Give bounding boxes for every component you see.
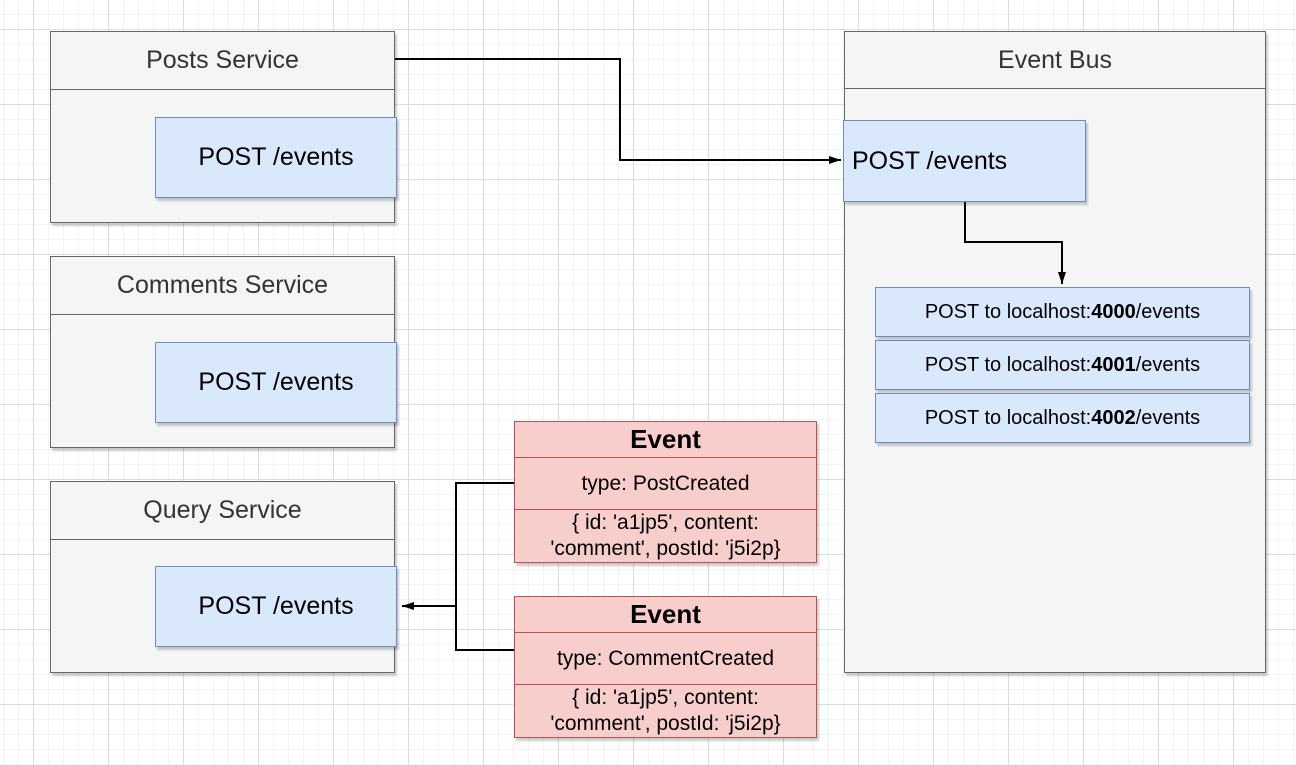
event-card-postcreated[interactable]: Event type: PostCreated { id: 'a1jp5', c… bbox=[514, 421, 817, 563]
eventbus-endpoint-box[interactable]: POST /events bbox=[843, 120, 1086, 202]
dispatch-port: 4002 bbox=[1091, 406, 1136, 429]
event-card-payload: { id: 'a1jp5', content: 'comment', postI… bbox=[550, 510, 781, 560]
dispatch-suffix: /events bbox=[1135, 300, 1201, 323]
event-card-title: Event bbox=[515, 422, 816, 458]
dispatch-prefix: POST to localhost: bbox=[924, 406, 1092, 429]
dispatch-port: 4001 bbox=[1091, 353, 1136, 376]
dispatch-target-4000[interactable]: POST to localhost:4000/events bbox=[875, 287, 1250, 337]
dispatch-prefix: POST to localhost: bbox=[924, 353, 1092, 376]
comments-service-title: Comments Service bbox=[51, 257, 394, 315]
event-card-payload: { id: 'a1jp5', content: 'comment', postI… bbox=[550, 685, 781, 735]
dispatch-target-4001[interactable]: POST to localhost:4001/events bbox=[875, 340, 1250, 390]
dispatch-port: 4000 bbox=[1091, 300, 1136, 323]
posts-endpoint-box[interactable]: POST /events bbox=[155, 117, 397, 198]
dispatch-suffix: /events bbox=[1135, 353, 1201, 376]
dispatch-target-4002[interactable]: POST to localhost:4002/events bbox=[875, 393, 1250, 443]
posts-service-title: Posts Service bbox=[51, 32, 394, 90]
event-card-type: type: PostCreated bbox=[515, 458, 816, 510]
dispatch-prefix: POST to localhost: bbox=[924, 300, 1092, 323]
event-bus-title: Event Bus bbox=[845, 32, 1265, 89]
connector-events-branch[interactable] bbox=[455, 482, 514, 651]
arrow-posts-to-eventbus[interactable] bbox=[395, 58, 841, 164]
event-card-type: type: CommentCreated bbox=[515, 633, 816, 685]
dispatch-suffix: /events bbox=[1135, 406, 1201, 429]
query-service-title: Query Service bbox=[51, 482, 394, 540]
comments-endpoint-box[interactable]: POST /events bbox=[155, 342, 397, 423]
event-card-commentcreated[interactable]: Event type: CommentCreated { id: 'a1jp5'… bbox=[514, 596, 817, 738]
query-endpoint-box[interactable]: POST /events bbox=[155, 566, 397, 647]
event-card-title: Event bbox=[515, 597, 816, 633]
